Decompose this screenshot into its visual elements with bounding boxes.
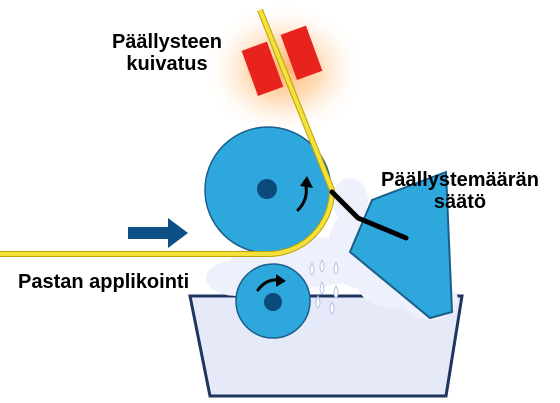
metering-blade-holder	[348, 170, 454, 320]
label-coat-weight-control-line2: säätö	[433, 191, 487, 213]
metering-blade	[329, 189, 409, 241]
rotation-arrow-icon	[296, 176, 313, 212]
paste-droplets	[309, 258, 339, 315]
heater-right	[280, 25, 323, 80]
label-coating-drying: Päällysteen kuivatus	[100, 31, 234, 75]
right-arrow-icon	[128, 218, 188, 248]
label-coat-weight-control-line1: Päällystemäärän	[381, 169, 539, 191]
paper-web-surface	[0, 9, 334, 256]
dryer-heaters	[241, 25, 323, 96]
backing-roll-hub	[257, 179, 277, 199]
rotation-arrow-icon	[256, 274, 286, 292]
label-coating-drying-line2: kuivatus	[126, 53, 208, 75]
label-paste-application: Pastan applikointi	[18, 271, 190, 293]
heater-left	[241, 41, 284, 96]
label-coat-weight-control: Päällystemäärän säätö	[362, 169, 558, 213]
applicator-roll-hub	[264, 293, 282, 311]
label-coating-drying-line1: Päällysteen	[111, 31, 223, 53]
